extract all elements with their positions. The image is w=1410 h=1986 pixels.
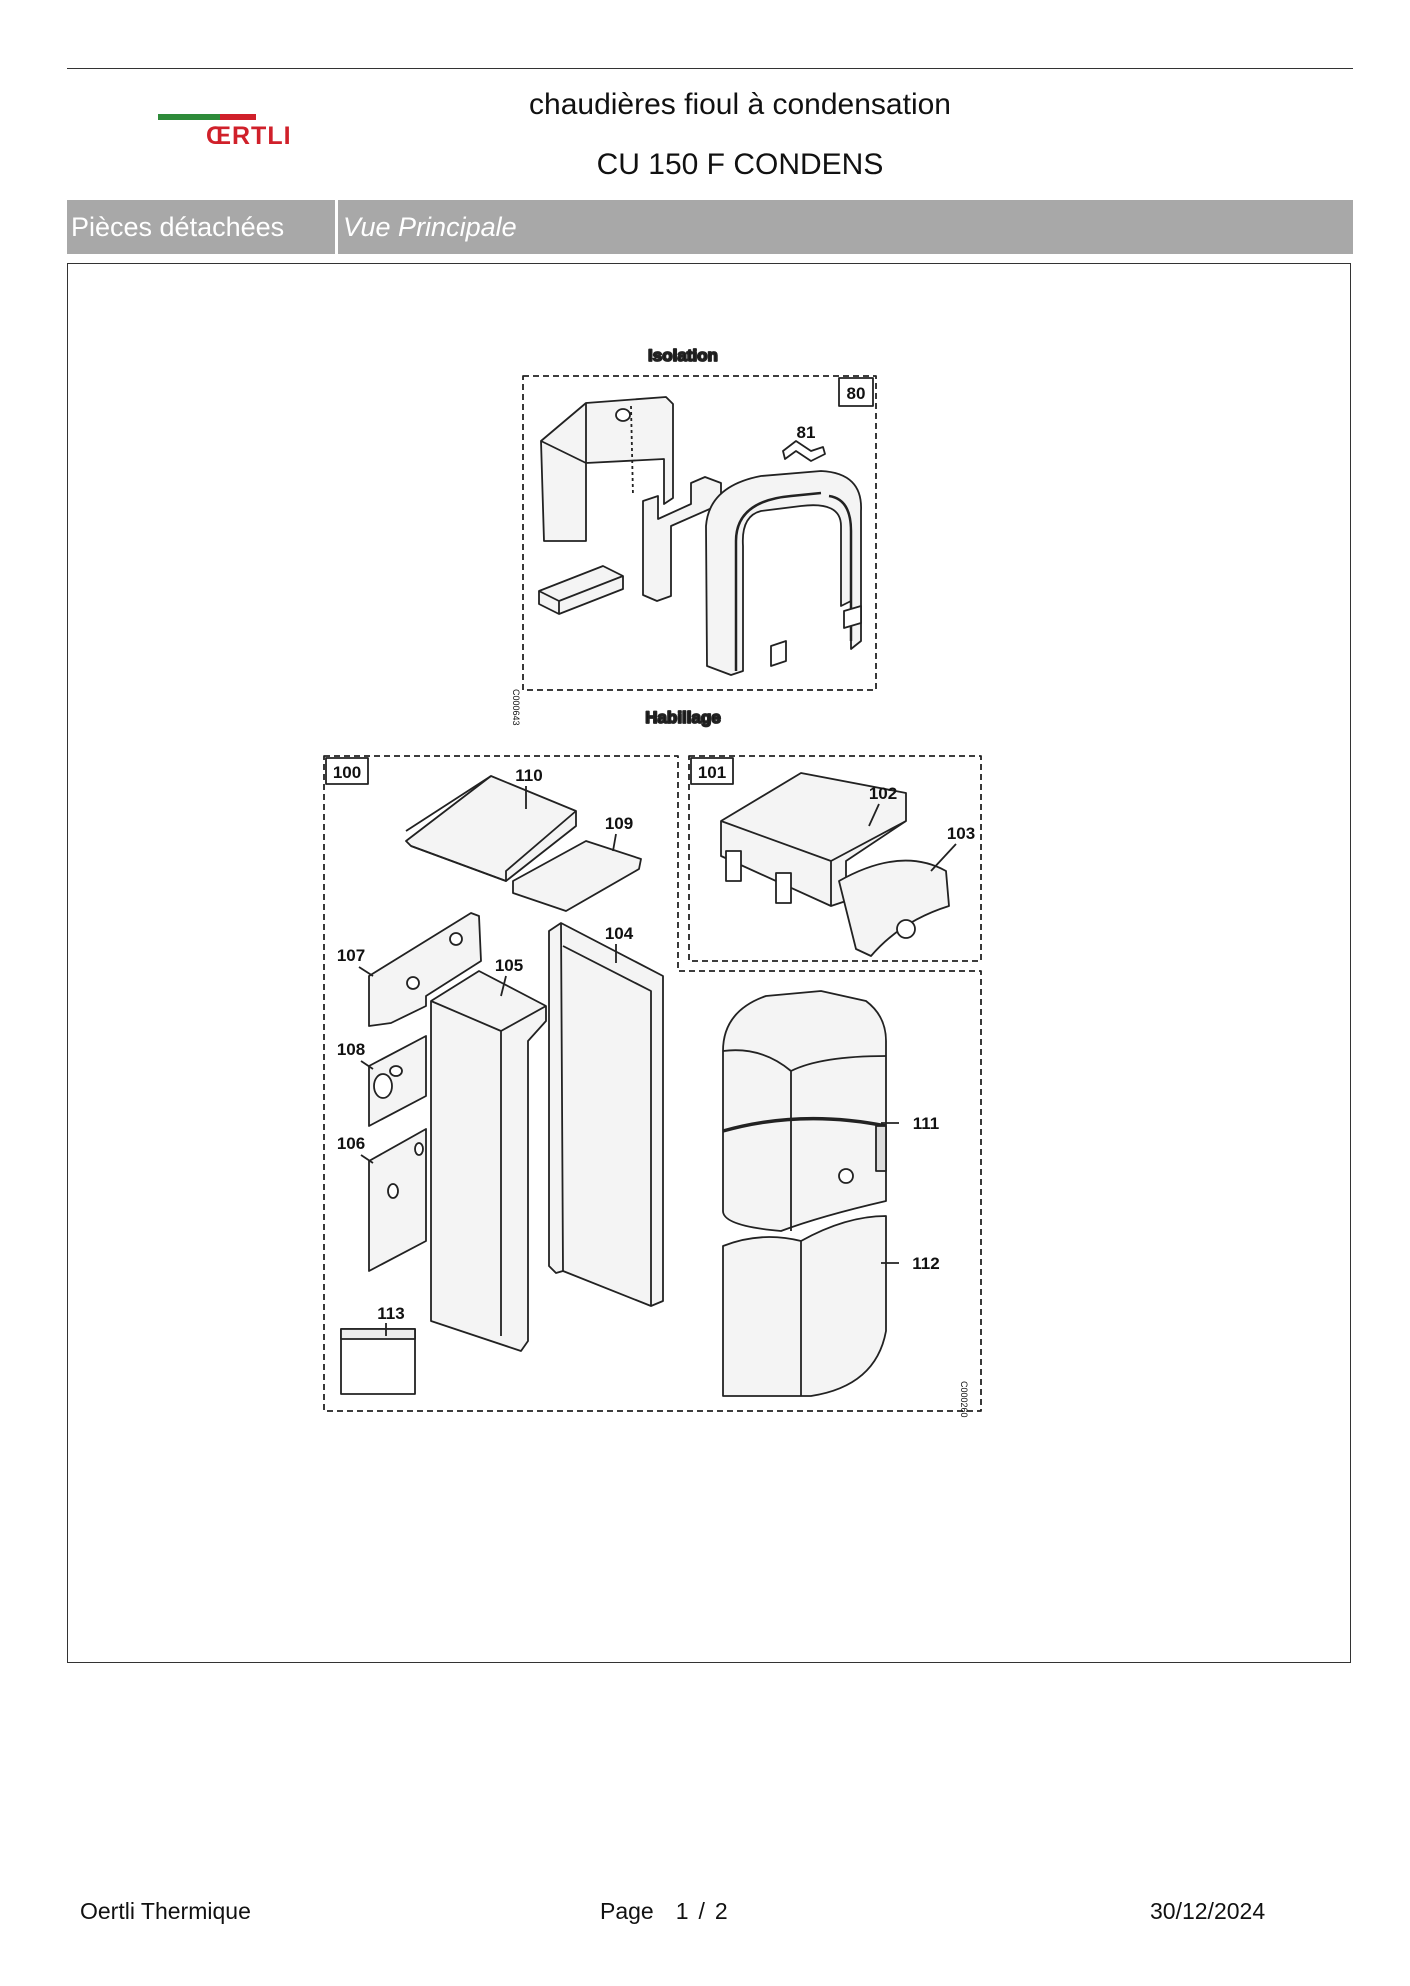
habillage-group-101-frame: [688, 755, 982, 962]
section-header-bar: Pièces détachées Vue Principale: [67, 200, 1353, 254]
footer-pagination: Page 1 / 2: [600, 1898, 728, 1925]
page-total: 2: [714, 1898, 728, 1924]
part-111-hole: [838, 1168, 854, 1184]
isolation-hood-tab-2: [770, 640, 787, 667]
part-105-edge: [430, 1000, 547, 1336]
section-label-view: Vue Principale: [343, 212, 517, 242]
section-label-spare-parts: Pièces détachées: [71, 212, 285, 242]
part-113-header: [340, 1328, 416, 1340]
top-rule: [67, 68, 1353, 69]
isolation-hood-cable: [734, 491, 822, 671]
part-label-81: 81: [797, 423, 816, 442]
part-109-panel: [512, 840, 642, 912]
product-model: CU 150 F CONDENS: [596, 148, 884, 181]
leader-109: [612, 833, 617, 852]
isolation-group-number: 80: [847, 384, 866, 403]
part-108-plate: [368, 1035, 427, 1127]
logo-green-bar: [158, 114, 220, 120]
part-105-side-panel: [430, 970, 547, 1352]
part-106-plate: [368, 1128, 427, 1272]
group-100-label: 100: [333, 763, 361, 782]
page-label: Page: [600, 1898, 654, 1924]
leader-103: [930, 843, 957, 872]
part-102-chassis: [720, 772, 907, 907]
part-label-108: 108: [337, 1040, 365, 1059]
part-111-band: [722, 1116, 887, 1133]
part-104-edge: [560, 922, 652, 1306]
habillage-title: Habillage: [645, 708, 721, 727]
isolation-u-block: [540, 396, 674, 542]
isolation-u-block-edge: [540, 403, 587, 464]
part-label-109: 109: [605, 814, 633, 833]
group-101-label: 101: [698, 763, 726, 782]
part-102-edge: [720, 820, 907, 906]
part-label-103: 103: [947, 824, 975, 843]
part-label-110: 110: [515, 766, 542, 785]
leader-107: [358, 966, 374, 977]
isolation-l-block: [642, 476, 722, 602]
part-label-107: 107: [337, 946, 365, 965]
part-label-102: 102: [869, 784, 897, 803]
leader-106: [360, 1154, 374, 1164]
isolation-flat-block: [538, 565, 624, 615]
section-divider: [335, 200, 338, 254]
part-106-hole-2: [414, 1142, 424, 1156]
part-111-upper-casing: [722, 990, 887, 1232]
part-107-hole-2: [406, 976, 420, 990]
isolation-hood-tab: [843, 605, 862, 629]
leader-108: [360, 1060, 374, 1070]
part-108-hole: [373, 1073, 393, 1099]
habillage-group-100-frame: [323, 755, 982, 1412]
part-label-106: 106: [337, 1134, 365, 1153]
page-current: 1: [675, 1898, 689, 1924]
logo-red-bar: [220, 114, 256, 120]
part-103-front-panel: [838, 859, 950, 957]
leader-105: [500, 975, 507, 997]
isolation-title: Isolation: [648, 346, 718, 365]
isolation-hole: [615, 408, 631, 422]
part-104-back-panel: [548, 922, 664, 1307]
part-103-hole: [896, 919, 916, 939]
isolation-group-frame: [522, 375, 877, 691]
part-label-104: 104: [605, 924, 634, 943]
group-101-box: [690, 757, 734, 785]
isolation-hood-cable-right: [828, 494, 853, 641]
part-111-edge: [722, 1049, 887, 1231]
logo-text: ŒRTLI: [206, 122, 292, 150]
oertli-logo: ŒRTLI: [158, 114, 308, 154]
part-label-113: 113: [377, 1304, 404, 1323]
part-110-edge: [405, 775, 577, 882]
part-label-112: 112: [912, 1254, 939, 1273]
exploded-parts-diagram: Isolation 80 81 C000643: [323, 345, 982, 1418]
part-102-bracket-2: [775, 872, 792, 904]
part-label-111: 111: [913, 1114, 940, 1133]
document-title: chaudières fioul à condensation: [529, 88, 951, 121]
exploded-diagram-frame: Isolation 80 81 C000643: [67, 263, 1351, 1663]
group-100-box: [325, 757, 369, 785]
isolation-flat-block-edge: [538, 575, 624, 614]
part-111-logo: [875, 1125, 887, 1172]
part-107-hole: [449, 932, 463, 946]
footer-date: 30/12/2024: [1150, 1898, 1266, 1924]
page-separator: /: [698, 1898, 705, 1924]
isolation-clip: [782, 440, 826, 462]
habillage-ref: C000260: [959, 1381, 969, 1418]
part-label-105: 105: [495, 956, 523, 975]
isolation-group-box: [838, 377, 874, 407]
footer-company: Oertli Thermique: [80, 1898, 251, 1924]
part-112-lower-casing: [722, 1215, 887, 1397]
part-108-hole-2: [389, 1065, 403, 1077]
leader-102: [868, 803, 880, 827]
part-106-hole: [387, 1183, 399, 1199]
part-102-bracket: [725, 850, 742, 882]
isolation-ref: C000643: [511, 689, 521, 726]
